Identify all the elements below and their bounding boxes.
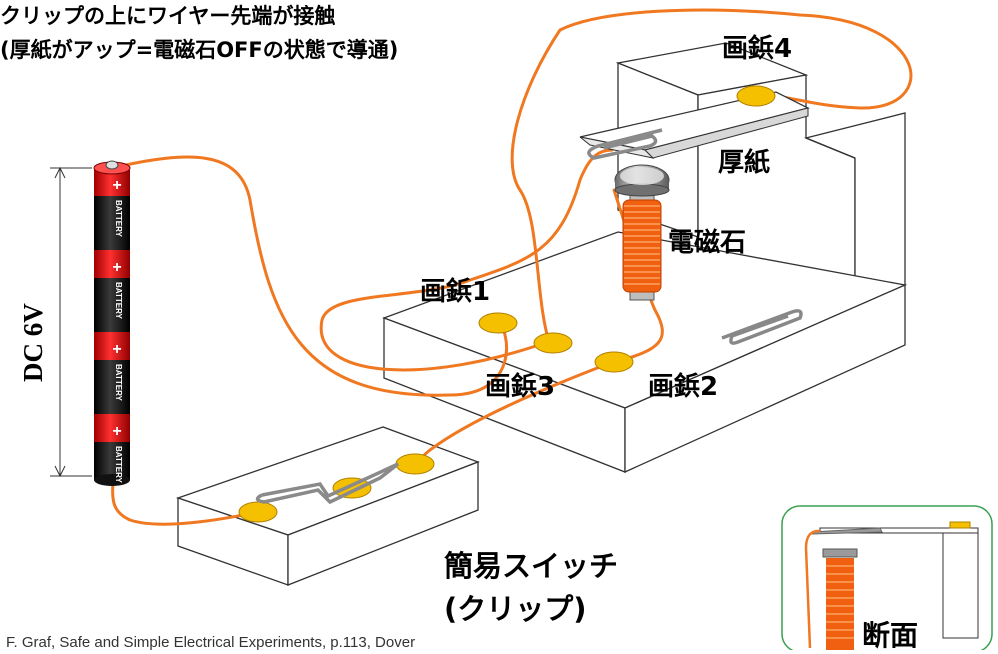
label-voltage: DC 6V [18, 303, 48, 382]
switch-clip [255, 462, 400, 505]
switch-block [175, 426, 480, 586]
inset-stand [942, 532, 979, 639]
base-block [382, 231, 908, 474]
electromagnet [614, 164, 670, 301]
paper-clip-on-cardboard [587, 128, 663, 160]
battery-plus-1: + [112, 177, 121, 194]
battery-label-1: BATTERY [114, 200, 123, 238]
inset-wire [804, 529, 821, 649]
battery-cell-4 [94, 414, 130, 480]
pin4 [736, 85, 776, 107]
label-cardboard: 厚紙 [718, 148, 771, 178]
label-pin2: 画鋲2 [648, 372, 719, 402]
battery-plus-2: + [112, 259, 121, 276]
title-line-1: クリップの上にワイヤー先端が接触 [0, 4, 336, 28]
battery-cell-3 [94, 332, 130, 414]
wire-pin3-loop [319, 148, 614, 372]
pin1 [478, 312, 518, 334]
voltage-dimension-line [50, 166, 92, 478]
coil [622, 199, 662, 293]
inset-bolt-head [822, 548, 858, 558]
label-pin3: 画鋲3 [485, 372, 556, 402]
battery-label-2: BATTERY [114, 282, 123, 320]
battery-plus-4: + [112, 423, 121, 440]
section-inset [781, 505, 993, 650]
pin2 [594, 351, 634, 373]
battery-label-4: BATTERY [114, 446, 123, 484]
battery-stack: + + + + BATTERY BATTERY BATTERY BATTERY [93, 160, 131, 486]
wire-battery-to-pin1 [110, 155, 509, 397]
title-line-2: (厚紙がアップ=電磁石OFFの状態で導通) [0, 38, 399, 62]
label-pin1: 画鋲1 [420, 277, 491, 307]
paper-clip-loose [721, 309, 803, 345]
label-electromagnet: 電磁石 [668, 228, 747, 258]
battery-plus-3: + [112, 341, 121, 358]
battery-label-3: BATTERY [114, 364, 123, 402]
battery-terminal [105, 160, 119, 170]
label-switch: 簡易スイッチ [444, 549, 619, 583]
thumbtacks [238, 85, 776, 523]
inset-coil [826, 558, 854, 650]
label-pin4: 画鋲4 [722, 34, 793, 64]
switch-pin-mid [332, 477, 372, 499]
label-section: 断面 [862, 619, 919, 652]
pin3 [533, 332, 573, 354]
switch-pin-right [395, 453, 435, 475]
wire-switch-to-battery [111, 478, 260, 526]
credit-citation: F. Graf, Safe and Simple Electrical Expe… [6, 634, 416, 651]
battery-cell-2 [94, 250, 130, 332]
label-switch-clip: (クリップ) [444, 592, 587, 626]
switch-pin-left [238, 501, 278, 523]
wire-pin1-to-pin4 [510, 8, 913, 347]
inset-pin [949, 521, 971, 529]
